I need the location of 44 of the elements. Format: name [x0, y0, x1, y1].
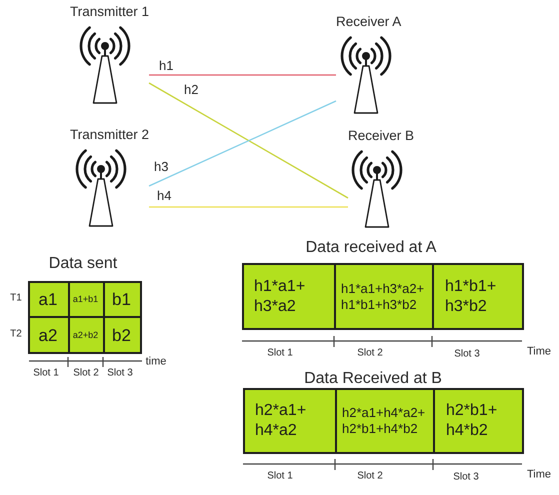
row-label: T1 — [10, 292, 22, 304]
tower-label: Receiver A — [336, 14, 402, 30]
tower-label: Transmitter 1 — [70, 4, 150, 20]
edge-label: h2 — [183, 83, 200, 97]
axis-title: time — [146, 356, 166, 368]
connector-line — [149, 206, 348, 208]
axis-title: Time — [526, 468, 552, 482]
table-cell: h1*a1+ h3*a2 — [242, 263, 336, 330]
slot-label: Slot 3 — [453, 471, 479, 483]
slot-label: Slot 2 — [357, 470, 383, 482]
edge-label: h1 — [158, 59, 174, 73]
antenna-tower — [70, 4, 150, 104]
antenna-tower — [336, 14, 402, 114]
table-cell: a2 — [28, 316, 70, 354]
antenna-tower — [70, 127, 150, 227]
connector-line — [149, 74, 336, 76]
table-cell: a2+b2 — [68, 316, 105, 354]
tower-label: Receiver B — [348, 128, 414, 144]
axis-title: Time — [526, 346, 552, 358]
table-cell: b1 — [103, 281, 142, 318]
slot-label: Slot 1 — [33, 367, 59, 379]
tower-label: Transmitter 2 — [70, 127, 150, 143]
table-cell: h1*b1+ h3*b2 — [432, 263, 524, 330]
slot-label: Slot 2 — [357, 347, 383, 359]
row-label: T2 — [10, 328, 22, 340]
edge-label: h3 — [153, 160, 170, 174]
table-cell: h2*b1+ h4*b2 — [433, 388, 524, 454]
table-cell: b2 — [103, 316, 142, 354]
slot-label: Slot 2 — [73, 367, 99, 379]
table-title: Data sent — [48, 254, 118, 274]
table-title: Data Received at B — [304, 370, 442, 388]
connector-line — [148, 82, 348, 199]
table-cell: a1 — [28, 281, 70, 318]
slot-label: Slot 3 — [107, 367, 133, 379]
table-title: Data received at A — [306, 238, 436, 258]
table-cell: h2*a1+h4*a2+ h2*b1+h4*b2 — [335, 388, 435, 454]
edge-label: h4 — [156, 189, 172, 203]
table-cell: h2*a1+ h4*a2 — [243, 388, 337, 454]
slot-label: Slot 1 — [267, 347, 293, 359]
connector-line — [148, 100, 336, 187]
slot-label: Slot 1 — [267, 470, 293, 482]
antenna-tower — [348, 128, 414, 228]
table-cell: h1*a1+h3*a2+ h1*b1+h3*b2 — [334, 263, 434, 330]
slot-label: Slot 3 — [454, 348, 480, 360]
